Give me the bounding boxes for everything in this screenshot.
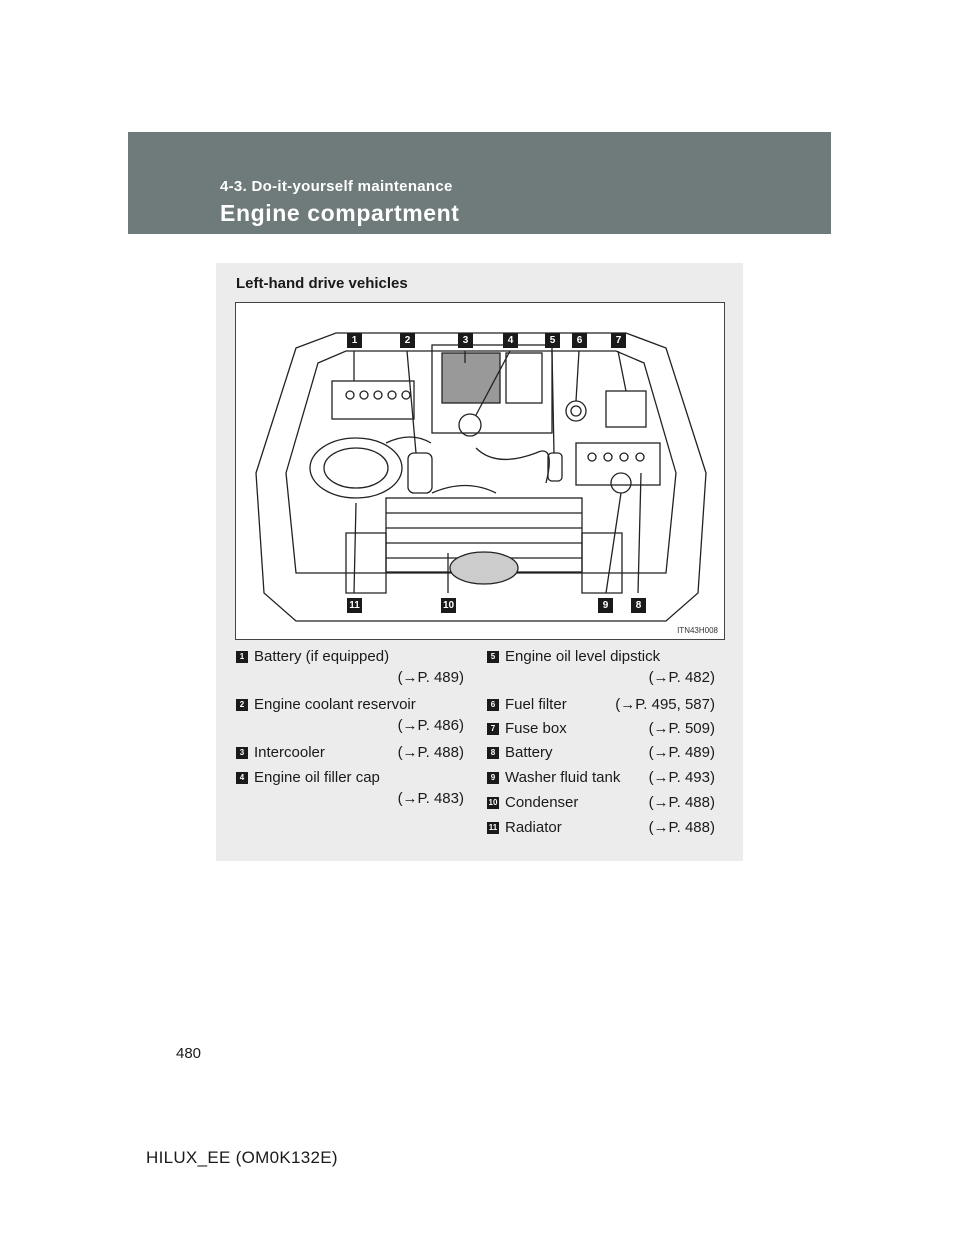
figure-code: ITN43H008	[677, 626, 718, 635]
engine-drawing	[255, 332, 707, 622]
item-number-badge: 11	[487, 822, 499, 834]
item-page-ref: (→P. 489)	[648, 744, 715, 761]
item-number-badge: 6	[487, 699, 499, 711]
callout-8: 8	[631, 598, 646, 613]
callout-1: 1	[347, 333, 362, 348]
item-number-badge: 5	[487, 651, 499, 663]
item-page-ref: (→P. 488)	[397, 744, 464, 761]
page-number: 480	[176, 1045, 202, 1062]
page-title: Engine compartment	[220, 200, 460, 226]
list-item: 9 Washer fluid tank (→P. 493)	[487, 769, 715, 789]
list-item: 3 Intercooler (→P. 488)	[236, 744, 464, 764]
callout-11: 11	[347, 598, 362, 613]
item-number-badge: 8	[487, 747, 499, 759]
list-item: 6 Fuel filter (→P. 495, 587)	[487, 696, 715, 716]
list-item: 10 Condenser (→P. 488)	[487, 794, 715, 814]
item-label: Battery (if equipped)	[254, 648, 390, 665]
callout-5: 5	[545, 333, 560, 348]
item-label: Fuse box	[505, 720, 567, 737]
item-number-badge: 10	[487, 797, 499, 809]
item-page-ref: (→P. 486)	[397, 717, 464, 734]
callout-9: 9	[598, 598, 613, 613]
callout-3: 3	[458, 333, 473, 348]
item-label: Engine oil filler cap	[254, 769, 380, 786]
callout-6: 6	[572, 333, 587, 348]
content-panel: Left-hand drive vehicles	[216, 263, 743, 861]
callout-2: 2	[400, 333, 415, 348]
item-number-badge: 7	[487, 723, 499, 735]
list-item: 8 Battery (→P. 489)	[487, 744, 715, 764]
variant-heading: Left-hand drive vehicles	[236, 275, 408, 292]
engine-illustration: 1 2 3 4 5 6 7 8 9 10 11 ITN43H008	[235, 302, 725, 640]
callout-4: 4	[503, 333, 518, 348]
item-page-ref: (→P. 482)	[648, 669, 715, 686]
item-label: Radiator	[505, 819, 562, 836]
list-item: 5 Engine oil level dipstick (→P. 482)	[487, 648, 715, 690]
item-number-badge: 4	[236, 772, 248, 784]
list-item: 11 Radiator (→P. 488)	[487, 819, 715, 839]
item-page-ref: (→P. 488)	[648, 794, 715, 811]
item-number-badge: 9	[487, 772, 499, 784]
list-item: 4 Engine oil filler cap (→P. 483)	[236, 769, 464, 811]
item-page-ref: (→P. 489)	[397, 669, 464, 686]
item-page-ref: (→P. 509)	[648, 720, 715, 737]
item-number-badge: 2	[236, 699, 248, 711]
item-label: Fuel filter	[505, 696, 567, 713]
item-label: Condenser	[505, 794, 579, 811]
item-label: Battery	[505, 744, 553, 761]
item-label: Engine oil level dipstick	[505, 648, 661, 665]
item-page-ref: (→P. 493)	[648, 769, 715, 786]
item-label: Engine coolant reservoir	[254, 696, 416, 713]
document-footer: HILUX_EE (OM0K132E)	[146, 1148, 338, 1167]
item-label: Washer fluid tank	[505, 769, 621, 786]
item-page-ref: (→P. 495, 587)	[615, 696, 715, 713]
list-item: 1 Battery (if equipped) (→P. 489)	[236, 648, 464, 690]
item-number-badge: 1	[236, 651, 248, 663]
item-page-ref: (→P. 488)	[648, 819, 715, 836]
section-label: 4-3. Do-it-yourself maintenance	[220, 178, 453, 195]
callout-7: 7	[611, 333, 626, 348]
item-number-badge: 3	[236, 747, 248, 759]
list-item: 7 Fuse box (→P. 509)	[487, 720, 715, 740]
list-item: 2 Engine coolant reservoir (→P. 486)	[236, 696, 464, 738]
callout-10: 10	[441, 598, 456, 613]
item-page-ref: (→P. 483)	[397, 790, 464, 807]
header-bar: 4-3. Do-it-yourself maintenance Engine c…	[128, 132, 831, 234]
item-label: Intercooler	[254, 744, 325, 761]
